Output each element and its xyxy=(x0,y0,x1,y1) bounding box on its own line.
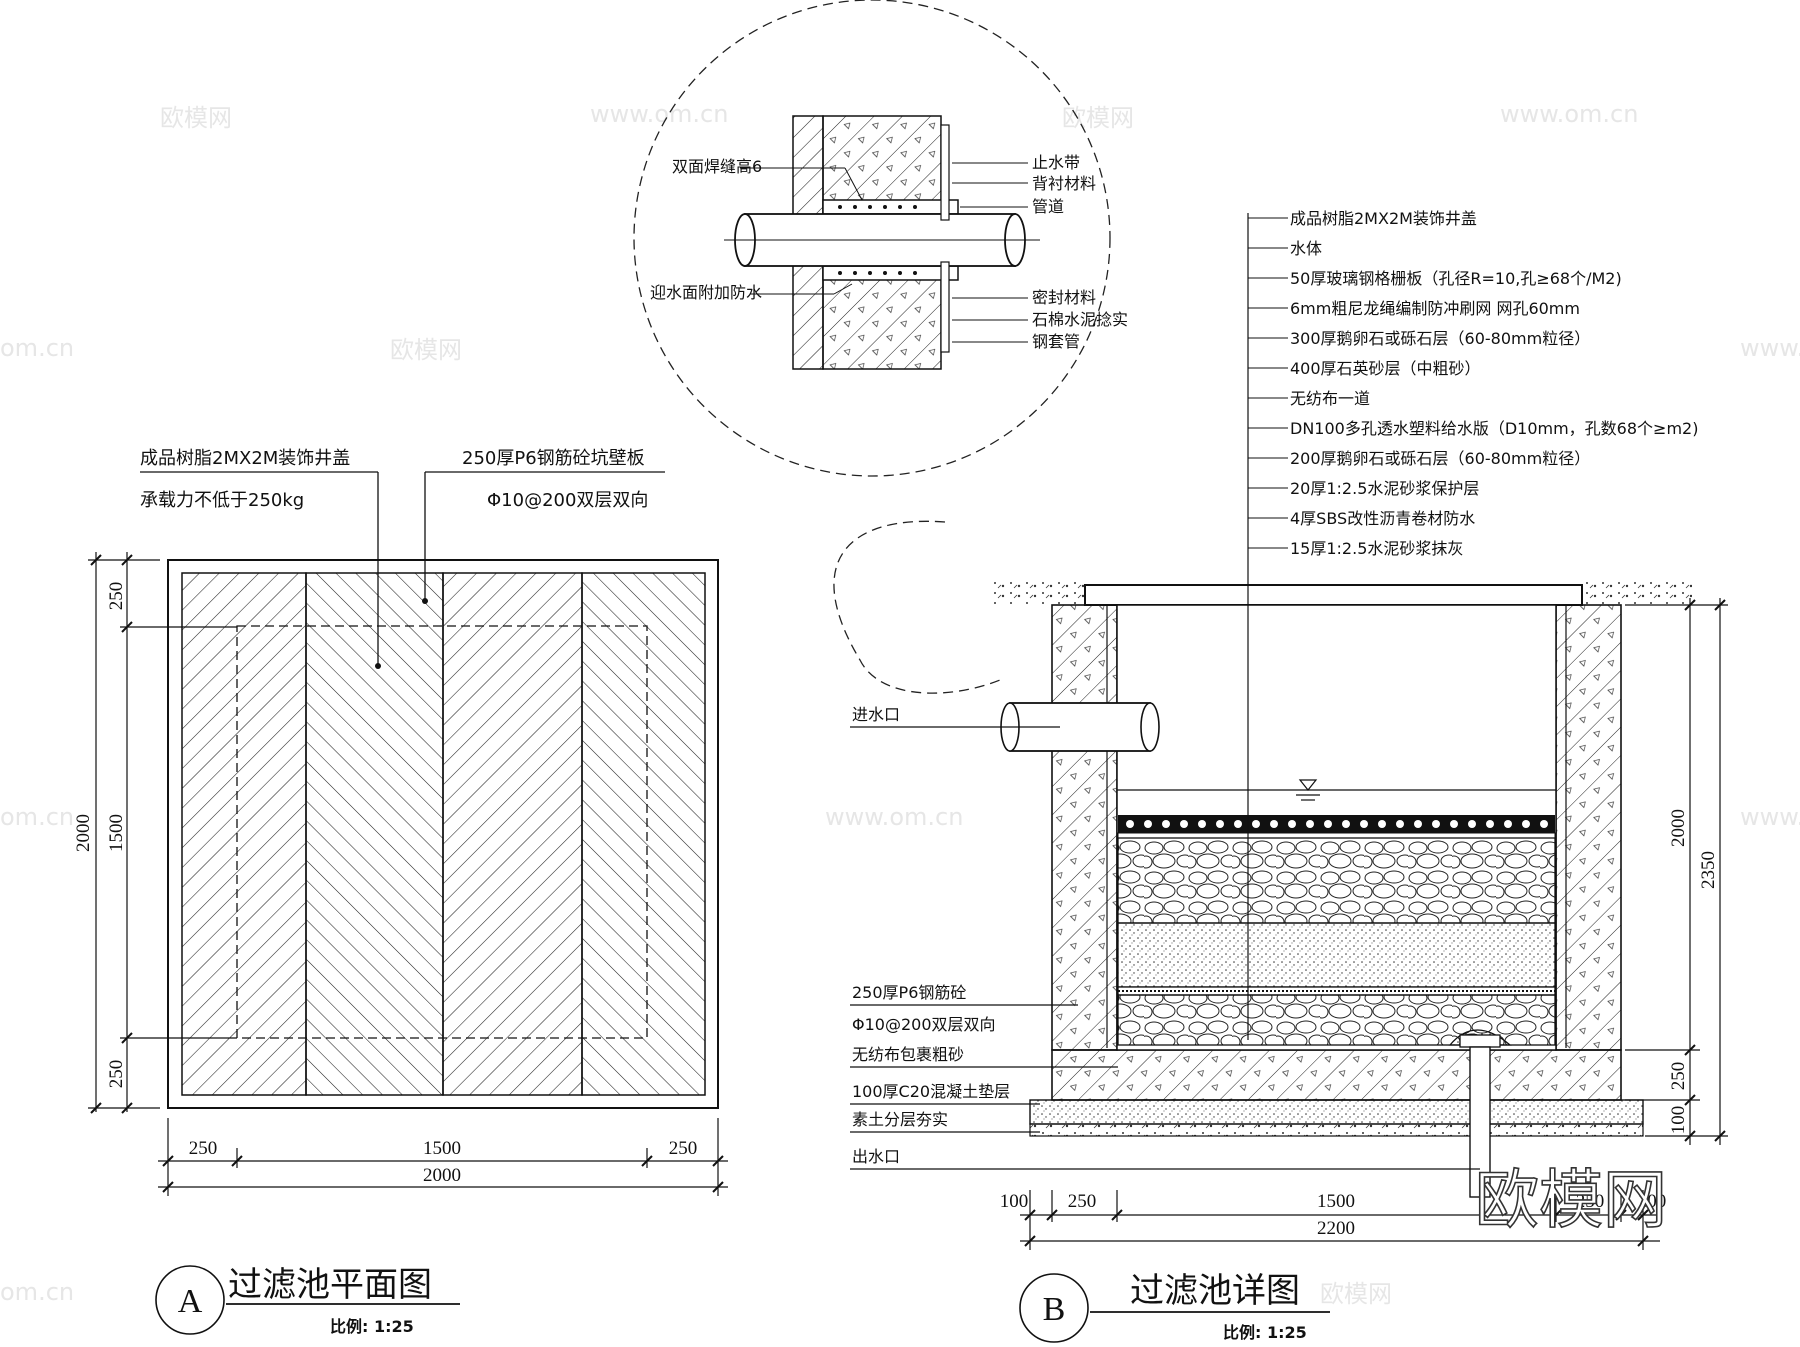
section-cover xyxy=(1084,584,1583,606)
plan-label: A xyxy=(178,1283,203,1320)
section-label-circle xyxy=(1019,1273,1089,1343)
plan-cover-panel xyxy=(581,572,706,1096)
plan-title: 过滤池平面图 xyxy=(228,1265,432,1305)
section-quartz-sand-layer xyxy=(1117,922,1556,988)
layer-label: 20厚1:2.5水泥砂浆保护层 xyxy=(1290,479,1479,498)
plan-dim-bottom-mid: 1500 xyxy=(423,1138,461,1159)
section-compacted-soil xyxy=(1029,1123,1644,1137)
plan-label-circle xyxy=(155,1265,225,1335)
plan-cover-panel xyxy=(305,572,444,1096)
layer-label: 水体 xyxy=(1290,239,1322,258)
section-dim-bottom-250-right: 250 xyxy=(1576,1191,1605,1212)
plan-cover-panel xyxy=(442,572,583,1096)
layer-label: DN100多孔透水塑料给水版（D10mm，孔数68个≥m2) xyxy=(1290,419,1698,438)
section-dim-bottom-1500: 1500 xyxy=(1317,1191,1355,1212)
section-dim-bottom-100-right: 100 xyxy=(1638,1191,1667,1212)
watermark-domain: om.cn xyxy=(0,334,74,362)
layer-label: 50厚玻璃钢格栅板（孔径R=10,孔≥68个/M2) xyxy=(1290,269,1622,288)
plan-scale: 比例: 1:25 xyxy=(330,1317,414,1336)
section-label-rebar: Φ10@200双层双向 xyxy=(852,1015,996,1034)
section-label-outlet: 出水口 xyxy=(852,1147,900,1166)
section-label-wall: 250厚P6钢筋砼 xyxy=(852,983,966,1002)
pipe-label-right: 管道 xyxy=(1032,197,1064,216)
plan-view: 成品树脂2MX2M装饰井盖 承载力不低于250kg 250厚P6钢筋砼坑壁板 Φ… xyxy=(73,448,728,1336)
watermark-site: www.om.cn xyxy=(825,803,963,831)
plan-outline xyxy=(167,559,719,1109)
section-grating xyxy=(1118,815,1555,833)
section-title: 过滤池详图 xyxy=(1130,1271,1300,1311)
section-base-slab xyxy=(1051,1049,1622,1101)
section-label-soil: 素土分层夯实 xyxy=(852,1110,948,1129)
watermark-site: www.om.cn xyxy=(1740,803,1800,831)
pipe-detail-callout-circle xyxy=(633,0,1111,477)
pipe-label-left: 双面焊缝高6 xyxy=(672,157,762,176)
plan-inner-pit-outline xyxy=(236,625,648,1039)
plan-dim-bottom-total: 2000 xyxy=(423,1165,461,1186)
layer-label: 6mm粗尼龙绳编制防冲刷网 网孔60mm xyxy=(1290,299,1580,318)
watermark-site: www.om.cn xyxy=(590,100,728,128)
section-dim-bottom-100-left: 100 xyxy=(1000,1191,1029,1212)
layer-label: 15厚1:2.5水泥砂浆抹灰 xyxy=(1290,539,1463,558)
layer-label: 无纺布一道 xyxy=(1290,389,1370,408)
watermark-domain: om.cn xyxy=(0,1278,74,1306)
watermark-brand: 欧模网 xyxy=(390,336,462,364)
layer-label: 200厚鹅卵石或砾石层（60-80mm粒径） xyxy=(1290,449,1590,468)
section-wall-right xyxy=(1555,604,1622,1051)
section-view: 成品树脂2MX2M装饰井盖 水体 50厚玻璃钢格栅板（孔径R=10,孔≥68个/… xyxy=(850,209,1728,1343)
section-dim-bottom-total: 2200 xyxy=(1317,1218,1355,1239)
watermark-brand: 欧模网 xyxy=(1320,1280,1392,1308)
plan-dim-left-top: 250 xyxy=(106,582,127,611)
pipe-label-right: 钢套管 xyxy=(1032,332,1080,351)
plan-dim-left-bottom: 250 xyxy=(106,1060,127,1089)
section-dim-2350: 2350 xyxy=(1698,851,1719,889)
plan-callout-wall: 250厚P6钢筋砼坑壁板 xyxy=(462,448,645,469)
plan-dim-left-total: 2000 xyxy=(73,814,94,852)
section-dim-bottom-250-left: 250 xyxy=(1068,1191,1097,1212)
pipe-label-right: 石棉水泥捻实 xyxy=(1032,310,1128,329)
pipe-label-right: 止水带 xyxy=(1032,153,1080,172)
section-scale: 比例: 1:25 xyxy=(1223,1323,1307,1342)
layer-label: 4厚SBS改性沥青卷材防水 xyxy=(1290,509,1475,528)
layer-label: 400厚石英砂层（中粗砂） xyxy=(1290,359,1481,378)
watermark-logo: 欧模网 xyxy=(1475,1164,1667,1238)
pipe-label-right: 密封材料 xyxy=(1032,288,1096,307)
section-label-inlet: 进水口 xyxy=(852,705,900,724)
pipe-label-left: 迎水面附加防水 xyxy=(650,283,762,302)
watermark-brand: 欧模网 xyxy=(1062,104,1134,132)
plan-dim-bottom-left: 250 xyxy=(189,1138,218,1159)
section-label-geotextile: 无纺布包裹粗砂 xyxy=(852,1045,964,1064)
section-c20-cushion xyxy=(1029,1099,1644,1125)
plan-callout-cover-load: 承载力不低于250kg xyxy=(140,490,304,511)
watermark-brand: 欧模网 xyxy=(160,104,232,132)
layer-label: 成品树脂2MX2M装饰井盖 xyxy=(1290,209,1477,228)
section-dim-2000: 2000 xyxy=(1668,809,1689,847)
plan-dim-left-mid: 1500 xyxy=(106,814,127,852)
section-dim-250: 250 xyxy=(1668,1062,1689,1091)
watermark-site: www.om.cn xyxy=(1740,334,1800,362)
watermark-site: www.om.cn xyxy=(1500,100,1638,128)
water-level-icon xyxy=(1117,779,1556,801)
watermark-domain: om.cn xyxy=(0,803,74,831)
layer-label: 300厚鹅卵石或砾石层（60-80mm粒径） xyxy=(1290,329,1590,348)
pipe-detail: 双面焊缝高6 迎水面附加防水 止水带 背衬材料 管道 密封材料 石棉水泥捻实 钢… xyxy=(633,0,1128,694)
pipe-label-right: 背衬材料 xyxy=(1032,174,1096,193)
section-outlet-pipe xyxy=(1469,1046,1491,1198)
section-pebble-layer-300 xyxy=(1117,837,1556,924)
section-label-cushion: 100厚C20混凝土垫层 xyxy=(852,1082,1010,1101)
plan-dim-bottom-right: 250 xyxy=(669,1138,698,1159)
plan-cover-panel xyxy=(181,572,307,1096)
plan-callout-cover: 成品树脂2MX2M装饰井盖 xyxy=(140,448,350,469)
plan-callout-rebar: Φ10@200双层双向 xyxy=(487,490,648,511)
watermarks: 欧模网 www.om.cn 欧模网 www.om.cn om.cn 欧模网 ww… xyxy=(0,100,1800,1308)
section-dim-100: 100 xyxy=(1668,1106,1689,1135)
section-label: B xyxy=(1043,1291,1066,1328)
